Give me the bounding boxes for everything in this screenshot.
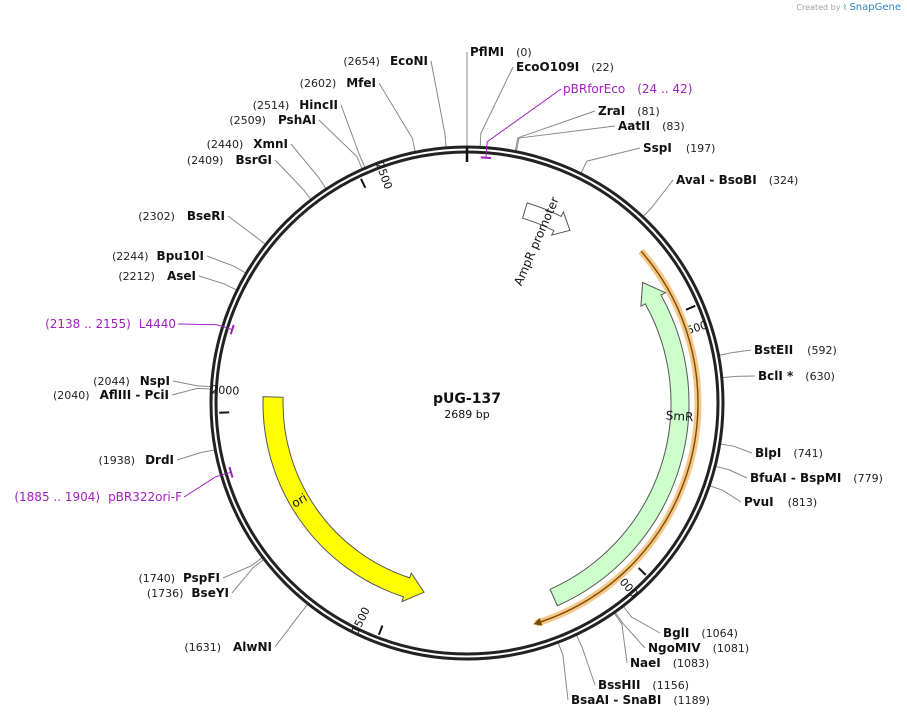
credit-brand: SnapGene bbox=[849, 2, 901, 13]
site-label-asei[interactable]: (2212)AseI bbox=[118, 269, 196, 283]
orf-arc bbox=[533, 248, 702, 627]
site-label-bseri[interactable]: (2302)BseRI bbox=[138, 209, 225, 223]
site-label-sspi[interactable]: SspI(197) bbox=[643, 141, 715, 155]
leader-bfuai-bspmi bbox=[715, 465, 748, 479]
leader-pspfi bbox=[222, 557, 263, 579]
leader-bsshii bbox=[576, 635, 596, 686]
plasmid-length: 2689 bp bbox=[444, 408, 489, 421]
site-label-bsrgi[interactable]: (2409)BsrGI bbox=[187, 153, 272, 167]
primer-mark-pbrforeco bbox=[480, 156, 492, 160]
feature-smr[interactable] bbox=[549, 281, 690, 607]
site-label-alwni[interactable]: (1631)AlwNI bbox=[184, 640, 272, 654]
site-label-bgli[interactable]: BglI(1064) bbox=[663, 626, 738, 640]
feature-label-smr: SmR bbox=[665, 408, 694, 424]
leader-ngomiv bbox=[615, 612, 646, 649]
leader-ecoo109i bbox=[479, 66, 514, 147]
site-label-bfuai-bspmi[interactable]: BfuAI - BspMI(779) bbox=[750, 471, 883, 485]
site-label-xmni[interactable]: (2440)XmnI bbox=[207, 137, 288, 151]
feature-ori[interactable] bbox=[262, 396, 425, 603]
site-label-econi[interactable]: (2654)EcoNI bbox=[343, 54, 428, 68]
leader-bseyi bbox=[231, 559, 264, 594]
feature-ampr-promoter[interactable] bbox=[521, 202, 571, 236]
leader-pvui bbox=[710, 485, 742, 503]
leader-bseri bbox=[227, 215, 266, 245]
orf-arrowhead bbox=[533, 618, 543, 626]
site-label-bcli[interactable]: BclI *(630) bbox=[758, 369, 835, 383]
leader-afliii-pcii bbox=[171, 387, 211, 396]
primer-label-pbr322ori-f[interactable]: (1885 .. 1904)pBR322ori-F bbox=[14, 490, 182, 504]
site-labels: PflMI(0) EcoO109I(22) ZraI(81) AatII(83)… bbox=[53, 45, 883, 707]
site-label-ngomiv[interactable]: NgoMIV(1081) bbox=[648, 641, 749, 655]
site-label-zrai[interactable]: ZraI(81) bbox=[598, 104, 660, 118]
primers bbox=[177, 88, 562, 498]
site-label-afliii-pcii[interactable]: (2040)AflIII - PciI bbox=[53, 388, 169, 402]
leader-zrai bbox=[514, 110, 596, 151]
site-label-ecoo109i[interactable]: EcoO109I(22) bbox=[516, 60, 614, 74]
site-label-nspi[interactable]: (2044)NspI bbox=[93, 374, 170, 388]
snapgene-credit: Created by ⌇ SnapGene bbox=[796, 2, 901, 13]
site-label-pshai[interactable]: (2509)PshAI bbox=[229, 113, 316, 127]
site-label-bseyi[interactable]: (1736)BseYI bbox=[147, 586, 229, 600]
site-label-naei[interactable]: NaeI(1083) bbox=[630, 656, 709, 670]
leader-bpu10i bbox=[206, 255, 246, 274]
plasmid-name: pUG-137 bbox=[433, 391, 501, 407]
site-label-aatii[interactable]: AatII(83) bbox=[618, 119, 685, 133]
leader-asei bbox=[198, 275, 237, 291]
leader-econi bbox=[430, 60, 447, 147]
leader-mfei bbox=[378, 82, 416, 152]
leader-drdi bbox=[176, 449, 215, 461]
leader-aatii bbox=[516, 125, 616, 151]
leader-alwni bbox=[274, 604, 308, 648]
site-label-pspfi[interactable]: (1740)PspFI bbox=[138, 571, 220, 585]
leader-bsteii bbox=[719, 349, 752, 356]
leader-pshai bbox=[318, 119, 363, 169]
site-label-bpu10i[interactable]: (2244)Bpu10I bbox=[112, 249, 204, 263]
primer-labels: pBRforEco(24 .. 42) (2138 .. 2155)L4440 … bbox=[14, 82, 692, 504]
tick-1500 bbox=[377, 625, 384, 636]
orf-line bbox=[540, 250, 699, 623]
snapgene-logo-icon: ⌇ bbox=[842, 3, 847, 12]
primer-leader-l4440 bbox=[177, 323, 233, 331]
primer-label-l4440[interactable]: (2138 .. 2155)L4440 bbox=[45, 317, 176, 331]
site-label-pvui[interactable]: PvuI(813) bbox=[744, 495, 817, 509]
tick-1000 bbox=[637, 567, 647, 576]
tick-500 bbox=[685, 304, 696, 311]
leader-bsaai-snabi bbox=[557, 643, 569, 701]
site-label-drdi[interactable]: (1938)DrdI bbox=[98, 453, 174, 467]
leader-lines bbox=[171, 52, 756, 701]
leader-sspi bbox=[580, 147, 641, 173]
primer-label-pbrforeco[interactable]: pBRforEco(24 .. 42) bbox=[563, 82, 692, 96]
leader-nspi bbox=[172, 380, 211, 388]
leader-hincii bbox=[340, 104, 366, 168]
credit-prefix: Created by bbox=[796, 3, 841, 12]
tick-2500 bbox=[360, 178, 367, 189]
leader-bcli bbox=[722, 375, 756, 379]
leader-naei bbox=[614, 613, 628, 664]
leader-xmni bbox=[290, 143, 327, 189]
site-label-pflmi[interactable]: PflMI(0) bbox=[470, 45, 532, 59]
site-label-avai-bsobi[interactable]: AvaI - BsoBI(324) bbox=[676, 173, 798, 187]
leader-avai-bsobi bbox=[643, 179, 674, 217]
site-label-bsaai-snabi[interactable]: BsaAI - SnaBI(1189) bbox=[571, 693, 710, 707]
primer-leader-pbr322ori-f bbox=[183, 471, 232, 498]
site-label-bsteii[interactable]: BstEII(592) bbox=[754, 343, 837, 357]
site-label-hincii[interactable]: (2514)HincII bbox=[253, 98, 338, 112]
tick-label-2000: 2000 bbox=[211, 383, 240, 397]
tick-label-1500: 1500 bbox=[349, 605, 373, 636]
feature-label-ori: ori bbox=[289, 491, 310, 511]
site-label-bsshii[interactable]: BssHII(1156) bbox=[598, 678, 689, 692]
leader-bsrgi bbox=[274, 159, 311, 200]
site-label-blpi[interactable]: BlpI(741) bbox=[755, 446, 823, 460]
leader-blpi bbox=[720, 443, 753, 454]
primer-leader-pbrforeco bbox=[485, 88, 562, 158]
tick-label-500: 500 bbox=[685, 318, 709, 337]
leader-bgli bbox=[623, 606, 661, 634]
site-label-mfei[interactable]: (2602)MfeI bbox=[300, 76, 376, 90]
